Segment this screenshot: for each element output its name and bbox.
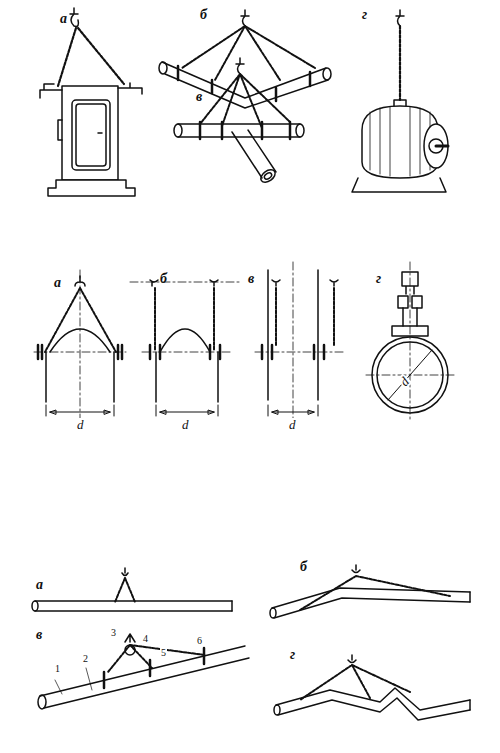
sub-figure-letter: г	[362, 8, 367, 22]
sub-figure-letter: а	[60, 12, 67, 26]
callout-number: 4	[142, 634, 149, 644]
sub-figure-letter: а	[54, 276, 61, 290]
sub-figure-letter: а	[36, 578, 43, 592]
sub-figure-letter: г	[290, 648, 295, 662]
tee-pipe-slinging	[174, 58, 304, 185]
dimension-label: d	[76, 418, 85, 431]
machine-slinging	[40, 8, 142, 196]
callout-number: 6	[196, 636, 203, 646]
sub-figure-letter: б	[300, 560, 307, 574]
gripping-devices	[34, 262, 454, 420]
sub-figure-letter: б	[160, 272, 167, 286]
sub-figure-letter: г	[376, 272, 381, 286]
pipe-with-sling-parts	[38, 634, 249, 709]
callout-number: 3	[110, 628, 117, 638]
sub-figure-letter: в	[248, 272, 254, 286]
straight-pipe-slinging	[32, 568, 232, 611]
callout-number: 2	[82, 654, 89, 664]
sub-figure-letter: в	[196, 90, 202, 104]
sub-figure-letter: в	[36, 628, 42, 642]
callout-number: 1	[54, 664, 61, 674]
sub-figure-letter: б	[200, 8, 207, 22]
crank-pipe-slinging	[274, 655, 470, 720]
dimension-label: d	[288, 418, 297, 431]
dimension-label: d	[181, 418, 190, 431]
bent-pipe-slinging	[159, 10, 331, 108]
callout-number: 5	[160, 648, 167, 658]
motor-slinging	[352, 10, 448, 192]
